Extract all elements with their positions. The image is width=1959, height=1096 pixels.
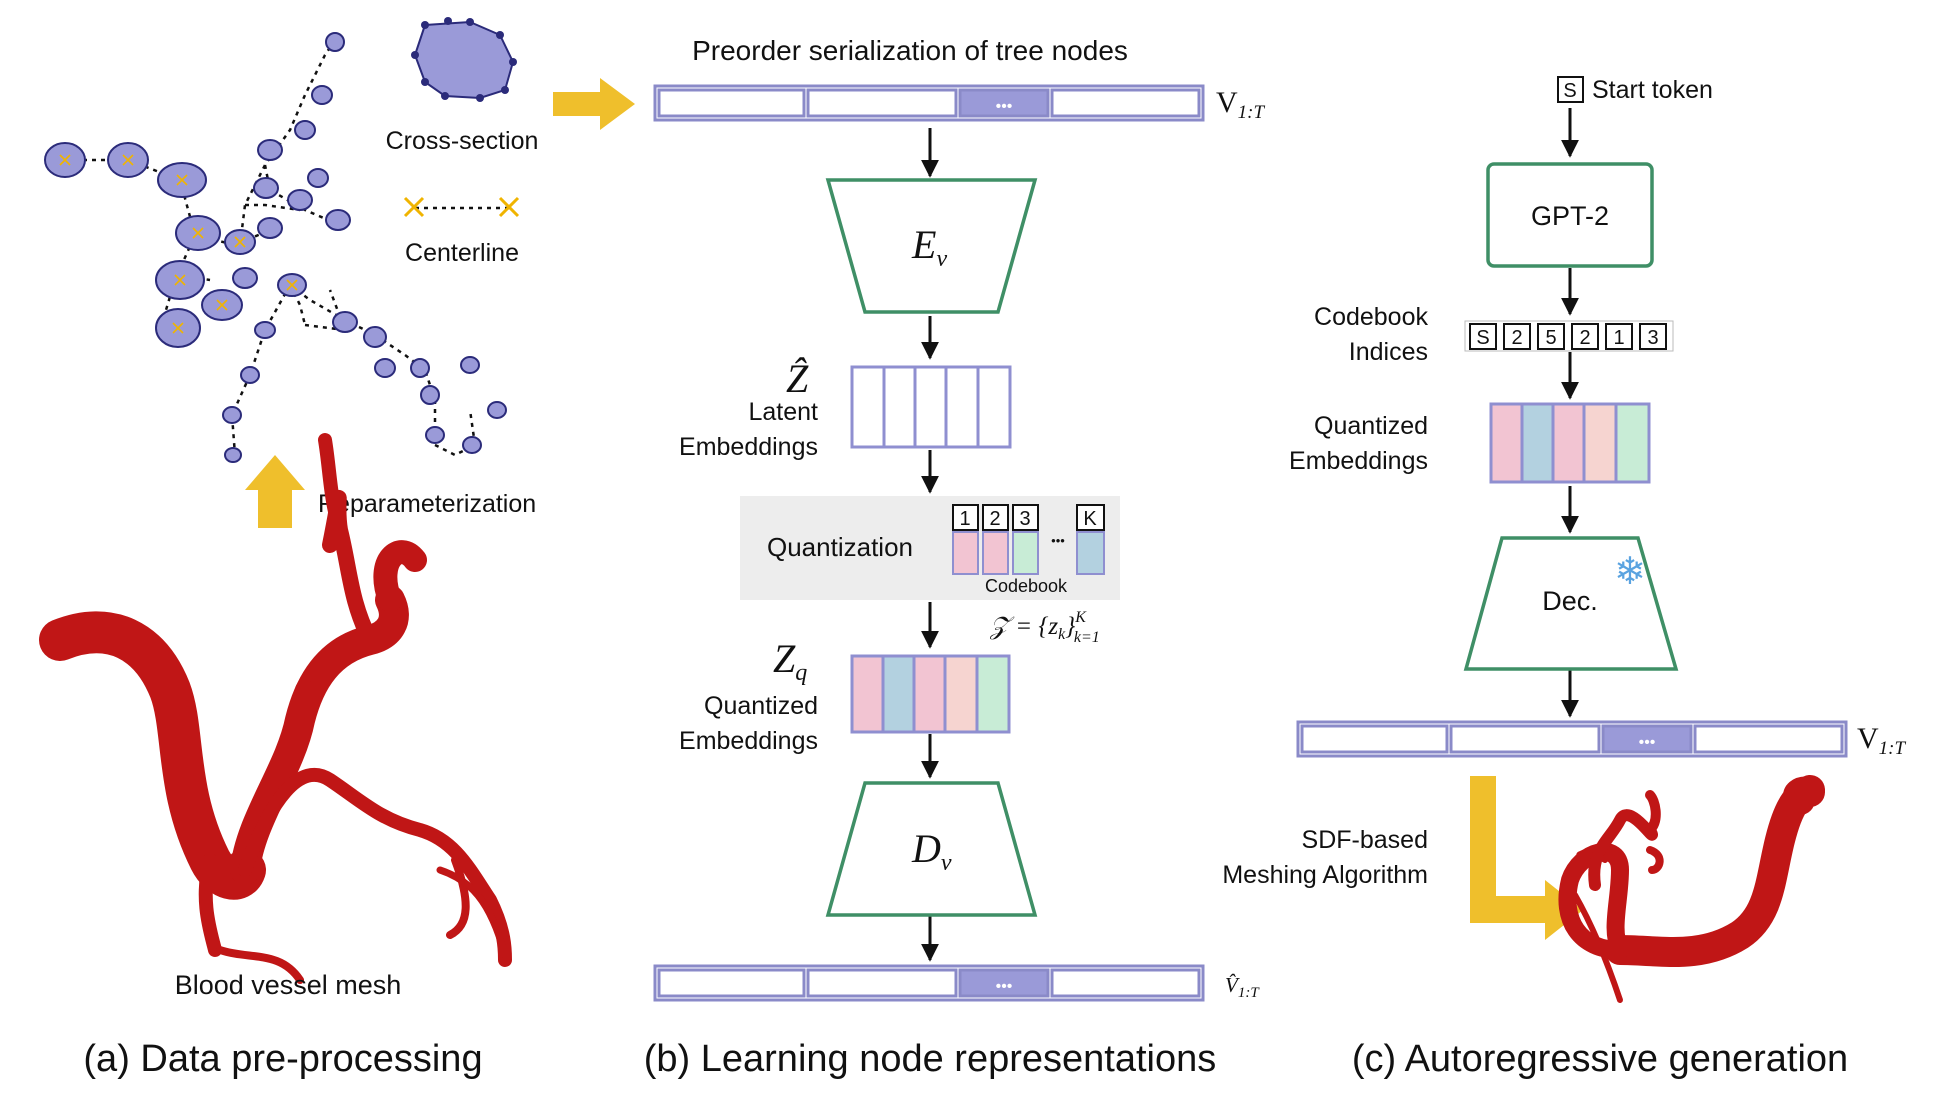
sequence-label-v: V1:T	[1216, 86, 1265, 123]
reparameterization-label: Reparameterization	[318, 490, 536, 518]
sequence-dots: •••	[996, 98, 1013, 115]
c-sequence-label: V1:T	[1857, 722, 1906, 759]
caption-b: (b) Learning node representations	[644, 1038, 1217, 1080]
c-sequence-dots: •••	[1639, 734, 1656, 751]
cross-section-legend-icon	[411, 17, 517, 102]
start-token-box	[1557, 76, 1584, 103]
codebook-label: Codebook	[985, 576, 1068, 596]
indices-label-1: Codebook	[1314, 303, 1428, 331]
c-quantized-label-2: Embeddings	[1289, 447, 1428, 475]
quantized-label-1: Quantized	[704, 692, 818, 720]
codebook: 1 2 3 K ••• Codebook	[952, 504, 1105, 596]
codebook-index-3: 3	[1019, 508, 1030, 530]
gpt2-label: GPT-2	[1531, 201, 1609, 231]
codebook-index-2: 2	[989, 508, 1000, 530]
zq-symbol: Zq	[773, 636, 807, 686]
quantization-label: Quantization	[767, 532, 913, 562]
centerline-label: Centerline	[405, 239, 519, 267]
panel-c: S Start token GPT-2 Codebook Indices S 2…	[1222, 76, 1906, 1080]
output-sequence-dots: •••	[996, 978, 1013, 995]
mesh-label: Blood vessel mesh	[175, 970, 402, 1000]
centerline-legend-icon	[403, 196, 520, 218]
index-token-0: S	[1476, 327, 1489, 349]
panel-b: Preorder serialization of tree nodes •••…	[644, 35, 1266, 1080]
blood-vessel-mesh	[39, 433, 512, 984]
yellow-arrow-up	[245, 455, 305, 528]
panel-a: Cross-section Centerline Reparameterizat…	[39, 17, 635, 1080]
codebook-ellipsis: •••	[1051, 533, 1065, 548]
indices-label-2: Indices	[1349, 338, 1428, 366]
quantized-embeddings	[850, 654, 1011, 734]
index-token-4: 1	[1613, 327, 1624, 349]
start-token-label: Start token	[1592, 76, 1713, 104]
decoder-block	[825, 781, 1038, 917]
index-token-1: 2	[1511, 327, 1522, 349]
caption-c: (c) Autoregressive generation	[1352, 1038, 1848, 1080]
yellow-arrow-right	[553, 78, 635, 130]
panel-b-title: Preorder serialization of tree nodes	[692, 35, 1128, 66]
latent-label-1: Latent	[748, 398, 818, 426]
input-sequence-bar: •••	[653, 84, 1205, 122]
cross-section-label: Cross-section	[386, 127, 539, 155]
codebook-index-1: 1	[959, 508, 970, 530]
caption-a: (a) Data pre-processing	[83, 1038, 482, 1080]
encoder-label: Ev	[911, 222, 947, 272]
meshing-label-1: SDF-based	[1302, 826, 1428, 854]
index-token-row: S 2 5 2 1 3	[1464, 320, 1674, 352]
output-sequence-bar: •••	[653, 964, 1205, 1002]
encoder-block	[825, 178, 1038, 314]
c-quantized-label-1: Quantized	[1314, 412, 1428, 440]
cross-section-nodes	[44, 32, 507, 463]
c-output-sequence-bar: •••	[1296, 720, 1848, 758]
latent-symbol: Ẑ	[786, 356, 809, 401]
yellow-elbow-arrow	[1470, 776, 1583, 940]
codebook-index-k: K	[1083, 508, 1097, 530]
decoder-label: Dv	[911, 826, 952, 876]
c-quantized-embeddings	[1489, 402, 1651, 484]
centerline-markers	[59, 154, 298, 334]
c-decoder-block	[1463, 536, 1679, 671]
output-sequence-label: V̂1:T	[1225, 973, 1260, 1001]
meshing-label-2: Meshing Algorithm	[1222, 861, 1428, 889]
latent-label-2: Embeddings	[679, 433, 818, 461]
c-decoder-label: Dec.	[1542, 586, 1598, 616]
generated-vessel-mesh	[1558, 775, 1825, 1003]
gpt2-block	[1486, 162, 1654, 268]
index-token-2: 5	[1545, 327, 1556, 349]
quantized-label-2: Embeddings	[679, 727, 818, 755]
snowflake-icon: ❄	[1614, 549, 1646, 593]
index-token-3: 2	[1579, 327, 1590, 349]
start-token-symbol: S	[1563, 80, 1576, 102]
latent-embeddings	[850, 365, 1012, 449]
index-token-5: 3	[1647, 327, 1658, 349]
quantization-panel	[740, 496, 1120, 600]
